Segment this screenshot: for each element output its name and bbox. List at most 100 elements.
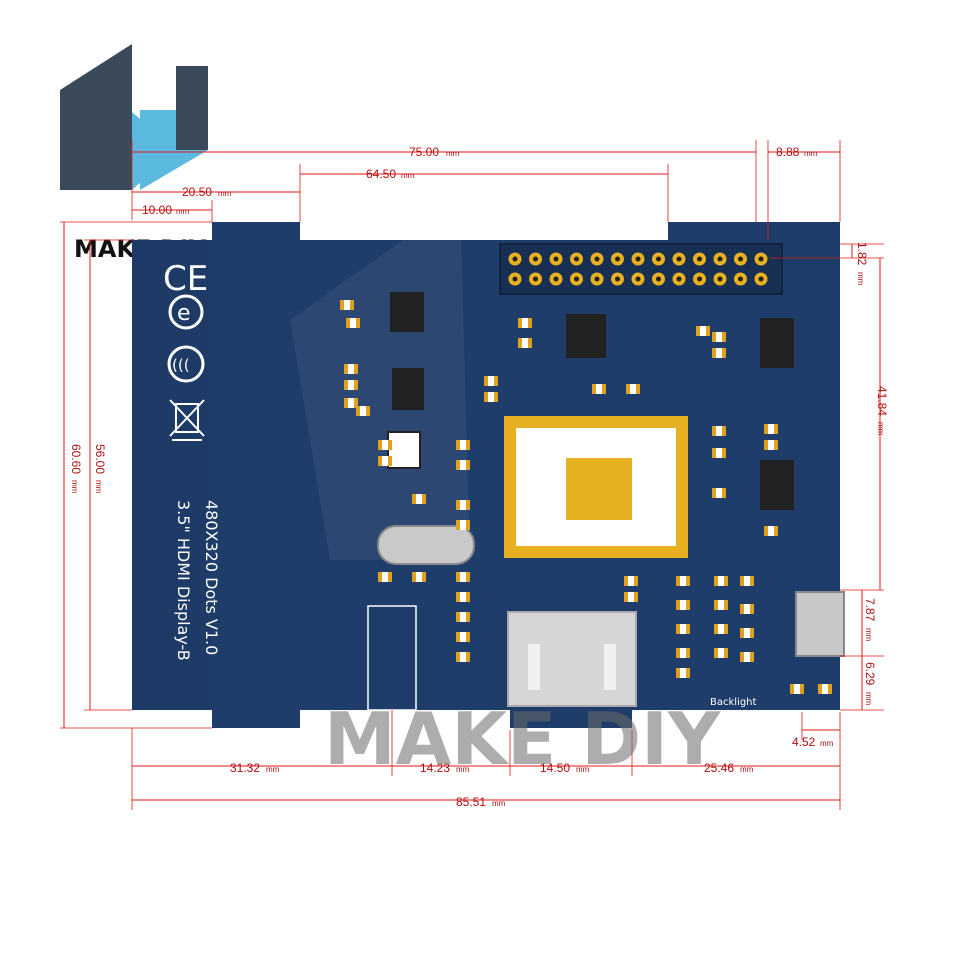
gpio-header	[499, 243, 783, 295]
svg-text:(((: (((	[172, 356, 190, 374]
smd-body	[360, 406, 366, 416]
smd-body	[628, 592, 634, 602]
smd-body	[348, 398, 354, 408]
smd-body	[460, 440, 466, 450]
dim-label-75-00: 75.00	[409, 145, 439, 159]
dim-unit-6-29: mm	[864, 692, 873, 706]
dimension-labels: 75.00 mm 64.50 mm 20.50 mm 10.00 mm 8.88…	[69, 145, 889, 809]
dim-unit-14-50: mm	[576, 765, 590, 774]
smd-body	[460, 520, 466, 530]
gpio-pin-hole	[553, 256, 559, 262]
gpio-pin-hole	[697, 256, 702, 262]
ic-u2	[392, 368, 424, 410]
smd-body	[744, 576, 750, 586]
ic-u4	[387, 431, 421, 469]
smd-body	[768, 440, 774, 450]
smd-body	[718, 576, 724, 586]
smd-body	[488, 392, 494, 402]
smd-body	[522, 338, 528, 348]
gpio-pin-hole	[676, 256, 682, 262]
smd-component-group	[340, 300, 832, 694]
brand-logo: MAKE DIY	[60, 44, 208, 263]
ic-u3	[566, 314, 606, 358]
gpio-pin-hole	[512, 276, 518, 282]
smd-body	[718, 600, 724, 610]
smd-body	[822, 684, 828, 694]
gpio-pin-hole	[594, 256, 600, 262]
smd-body	[680, 668, 686, 678]
e-mark-icon: e	[168, 294, 204, 330]
smd-body	[460, 612, 466, 622]
smd-body	[460, 592, 466, 602]
dim-unit-1-82: mm	[856, 272, 865, 286]
dim-unit-4-52: mm	[820, 739, 834, 748]
gpio-pin-hole	[758, 256, 764, 262]
smd-body	[716, 488, 722, 498]
dim-label-41-84: 41.84	[875, 386, 889, 416]
dim-unit-10-00: mm	[176, 207, 190, 216]
dim-label-20-50: 20.50	[182, 185, 212, 199]
smd-body	[382, 456, 388, 466]
smd-body	[348, 364, 354, 374]
gpio-pin-hole	[717, 256, 723, 262]
dim-label-8-88: 8.88	[776, 145, 800, 159]
micro-usb-port	[795, 591, 845, 657]
gpio-pin-hole	[635, 276, 641, 282]
smd-body	[700, 326, 706, 336]
smd-body	[768, 526, 774, 536]
main-chip	[504, 416, 688, 558]
crystal-oscillator	[377, 525, 475, 565]
dim-unit-7-87: mm	[864, 628, 873, 642]
gpio-pin-hole	[738, 256, 743, 262]
gpio-pin-hole	[676, 276, 682, 282]
smd-body	[344, 300, 350, 310]
gpio-pin-hole	[553, 276, 559, 282]
gpio-pin-hole	[574, 276, 579, 282]
gpio-pin-hole	[697, 276, 702, 282]
silk-backlight-label: Backlight	[710, 697, 757, 708]
pcb-board: CE e ((( 3.5" HDMI Display-B 480X320 Dot…	[132, 200, 845, 728]
smd-body	[744, 628, 750, 638]
smd-body	[416, 494, 422, 504]
smd-body	[680, 600, 686, 610]
dim-label-10-00: 10.00	[142, 203, 172, 217]
smd-body	[460, 652, 466, 662]
smd-body	[744, 652, 750, 662]
dim-label-1-82: 1.82	[855, 242, 869, 266]
weee-bin-icon	[169, 399, 205, 441]
regulator-u6	[760, 460, 794, 510]
dim-label-4-52: 4.52	[792, 735, 816, 749]
gpio-pin-hole	[758, 276, 764, 282]
gpio-pin-hole	[574, 256, 579, 262]
dim-unit-31-32: mm	[266, 765, 280, 774]
silk-model-text: 3.5" HDMI Display-B	[174, 500, 193, 661]
smd-body	[680, 648, 686, 658]
smd-body	[488, 376, 494, 386]
smd-body	[628, 576, 634, 586]
smd-body	[460, 632, 466, 642]
gpio-pin-hole	[615, 256, 620, 262]
dim-unit-56-00: mm	[94, 480, 103, 494]
dim-label-6-29: 6.29	[863, 662, 877, 686]
dim-unit-14-23: mm	[456, 765, 470, 774]
dim-label-14-50: 14.50	[540, 761, 570, 775]
dim-unit-25-46: mm	[740, 765, 754, 774]
gpio-pin-hole	[656, 276, 661, 282]
dim-label-85-51: 85.51	[456, 795, 486, 809]
silk-resolution-text: 480X320 Dots V1.0	[202, 500, 221, 655]
dim-label-56-00: 56.00	[93, 444, 107, 474]
dim-unit-85-51: mm	[492, 799, 506, 808]
smd-body	[460, 500, 466, 510]
brand-watermark: MAKE DIY	[324, 697, 721, 781]
gpio-pin-hole	[533, 256, 538, 262]
gpio-pin-hole	[656, 256, 661, 262]
smd-body	[718, 624, 724, 634]
smd-body	[596, 384, 602, 394]
smd-body	[348, 380, 354, 390]
smd-body	[416, 572, 422, 582]
dim-label-31-32: 31.32	[230, 761, 260, 775]
dim-label-25-46: 25.46	[704, 761, 734, 775]
smd-body	[716, 426, 722, 436]
svg-text:e: e	[177, 301, 191, 326]
smd-body	[744, 604, 750, 614]
